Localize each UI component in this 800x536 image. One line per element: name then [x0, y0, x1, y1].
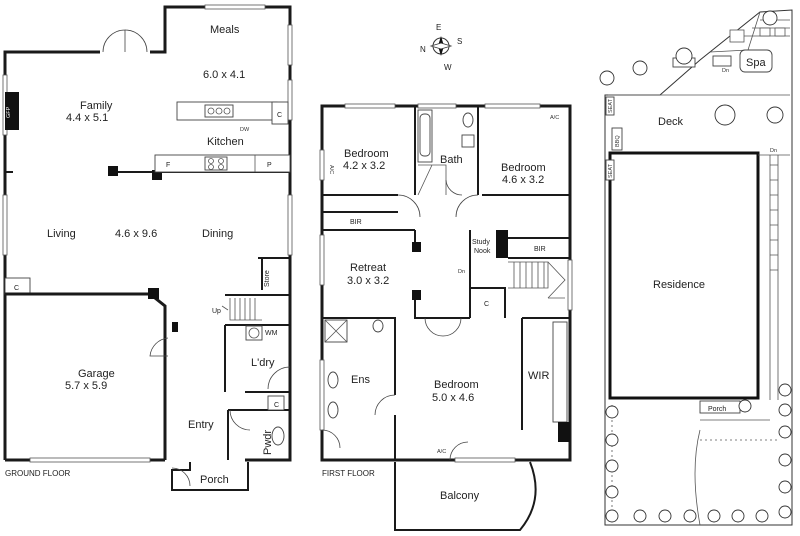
room-bedroom-a-name: Bedroom: [344, 148, 389, 160]
room-kitchen-name: Kitchen: [207, 136, 244, 148]
wm-label: WM: [265, 330, 278, 337]
bench-mid: BBQ: [615, 135, 621, 147]
cupboard-kitchen-label: C: [277, 112, 282, 119]
room-porch-name: Porch: [200, 474, 229, 486]
bench-low: SEAT: [608, 163, 614, 178]
room-bath-name: Bath: [440, 154, 463, 166]
compass-s: S: [457, 37, 462, 46]
room-garage-dims: 5.7 x 5.9: [65, 380, 107, 392]
compass-e: E: [436, 23, 441, 32]
bir-left-label: BIR: [350, 219, 362, 226]
room-bedroom-b-name: Bedroom: [501, 162, 546, 174]
up-label: Up: [212, 308, 221, 315]
compass-n: N: [420, 45, 426, 54]
stair-first: [508, 261, 566, 299]
compass-w: W: [444, 63, 452, 72]
cupboard-first-label: C: [484, 301, 489, 308]
bench-top: SEAT: [608, 98, 614, 113]
site-residence: Residence: [653, 279, 705, 291]
room-retreat-name: Retreat: [350, 262, 386, 274]
room-balcony-name: Balcony: [440, 490, 480, 502]
room-wir-name: WIR: [528, 370, 549, 382]
room-living-dining-dims: 4.6 x 9.6: [115, 228, 157, 240]
cupboard-entry-label: C: [274, 402, 279, 409]
room-garage-name: Garage: [78, 368, 115, 380]
room-meals-dims: 6.0 x 4.1: [203, 69, 245, 81]
room-bedroom-a-dims: 4.2 x 3.2: [343, 160, 385, 172]
compass: E N S W: [420, 23, 462, 72]
room-ens-name: Ens: [351, 374, 370, 386]
room-laundry-name: L'dry: [251, 357, 275, 369]
first-floor-caption: FIRST FLOOR: [322, 469, 375, 478]
ground-floor-plan: GFP C DW F P C Up: [2, 4, 293, 491]
ac-left-label: A/C: [328, 165, 334, 174]
room-store-name: Store: [264, 270, 271, 287]
fridge-label: F: [166, 162, 170, 169]
room-retreat-dims: 3.0 x 3.2: [347, 275, 389, 287]
dn-label: Dn: [458, 269, 465, 275]
room-dining-name: Dining: [202, 228, 233, 240]
ground-floor-caption: GROUND FLOOR: [5, 469, 71, 478]
room-powder-name: Pwdr: [262, 430, 274, 455]
pantry-label: P: [267, 162, 272, 169]
site-porch: Porch: [708, 406, 726, 413]
room-bedroom-b-dims: 4.6 x 3.2: [502, 174, 544, 186]
room-bedroom-main-dims: 5.0 x 4.6: [432, 392, 474, 404]
room-bedroom-main-name: Bedroom: [434, 379, 479, 391]
room-family-name: Family: [80, 100, 113, 112]
dw-label: DW: [240, 127, 250, 133]
study-line1: Study: [472, 239, 490, 246]
gfp-label: GFP: [6, 106, 12, 118]
room-entry-name: Entry: [188, 419, 214, 431]
ac-top-label: A/C: [550, 115, 559, 121]
first-floor-plan: Bedroom 4.2 x 3.2 Bath Bedroom 4.6 x 3.2…: [319, 103, 573, 531]
site-dn-right: Dn: [770, 148, 777, 154]
study-line2: Nook: [474, 248, 491, 255]
ac-bottom-label: A/C: [437, 449, 446, 455]
site-dn-top: Dn: [722, 68, 729, 74]
bir-right-label: BIR: [534, 246, 546, 253]
room-family-dims: 4.4 x 5.1: [66, 112, 108, 124]
site-plan: SEAT BBQ SEAT: [599, 9, 793, 526]
room-living-name: Living: [47, 228, 76, 240]
room-meals-name: Meals: [210, 24, 240, 36]
stair-ground: [221, 298, 262, 321]
cupboard-living-label: C: [14, 285, 19, 292]
site-trees: [599, 10, 792, 523]
site-spa: Spa: [746, 57, 766, 69]
site-deck: Deck: [658, 116, 684, 128]
